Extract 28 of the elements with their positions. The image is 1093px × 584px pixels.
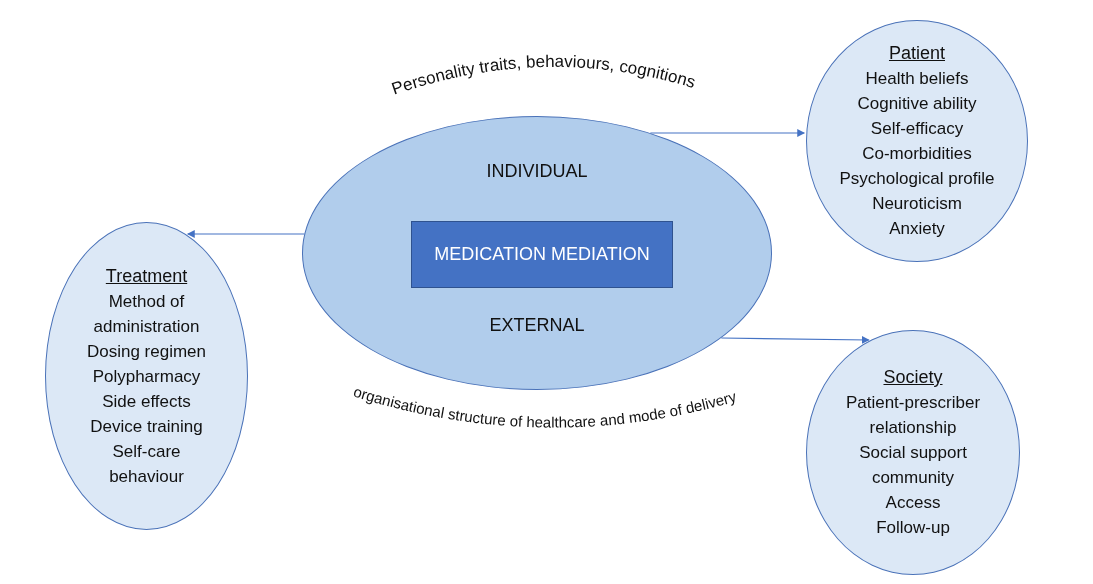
heading: Patient bbox=[888, 42, 945, 65]
list-item: Follow-up bbox=[876, 517, 950, 539]
list-item: Patient-prescriber relationship bbox=[844, 392, 982, 439]
section-label: EXTERNAL bbox=[489, 314, 585, 337]
section-label: INDIVIDUAL bbox=[486, 160, 588, 183]
list-item: Neuroticism bbox=[872, 193, 962, 215]
list-item: Psychological profile bbox=[839, 168, 995, 190]
arrow bbox=[186, 230, 305, 238]
list-item: Device training bbox=[90, 415, 203, 438]
list-item: Method of administration bbox=[92, 290, 201, 338]
list-item: Self-efficacy bbox=[870, 118, 964, 140]
list-item: Anxiety bbox=[889, 218, 945, 240]
box-title: MEDICATION MEDIATION bbox=[434, 243, 650, 266]
list-item: Polypharmacy bbox=[92, 365, 201, 388]
list-item: Cognitive ability bbox=[857, 93, 977, 115]
arrow bbox=[720, 335, 870, 344]
list-item: Access bbox=[885, 492, 941, 514]
list-item: Self-care behaviour bbox=[108, 440, 185, 488]
list-item: Social support bbox=[859, 442, 967, 464]
list-item: Side effects bbox=[102, 390, 191, 413]
list-item: Dosing regimen bbox=[86, 340, 207, 363]
heading: Society bbox=[883, 366, 943, 389]
process-box bbox=[411, 221, 673, 288]
list-item: Co-morbidities bbox=[862, 143, 972, 165]
heading: Treatment bbox=[105, 264, 188, 288]
arrow bbox=[649, 129, 806, 137]
list-item: Health beliefs bbox=[865, 68, 969, 90]
list-item: community bbox=[871, 467, 955, 489]
